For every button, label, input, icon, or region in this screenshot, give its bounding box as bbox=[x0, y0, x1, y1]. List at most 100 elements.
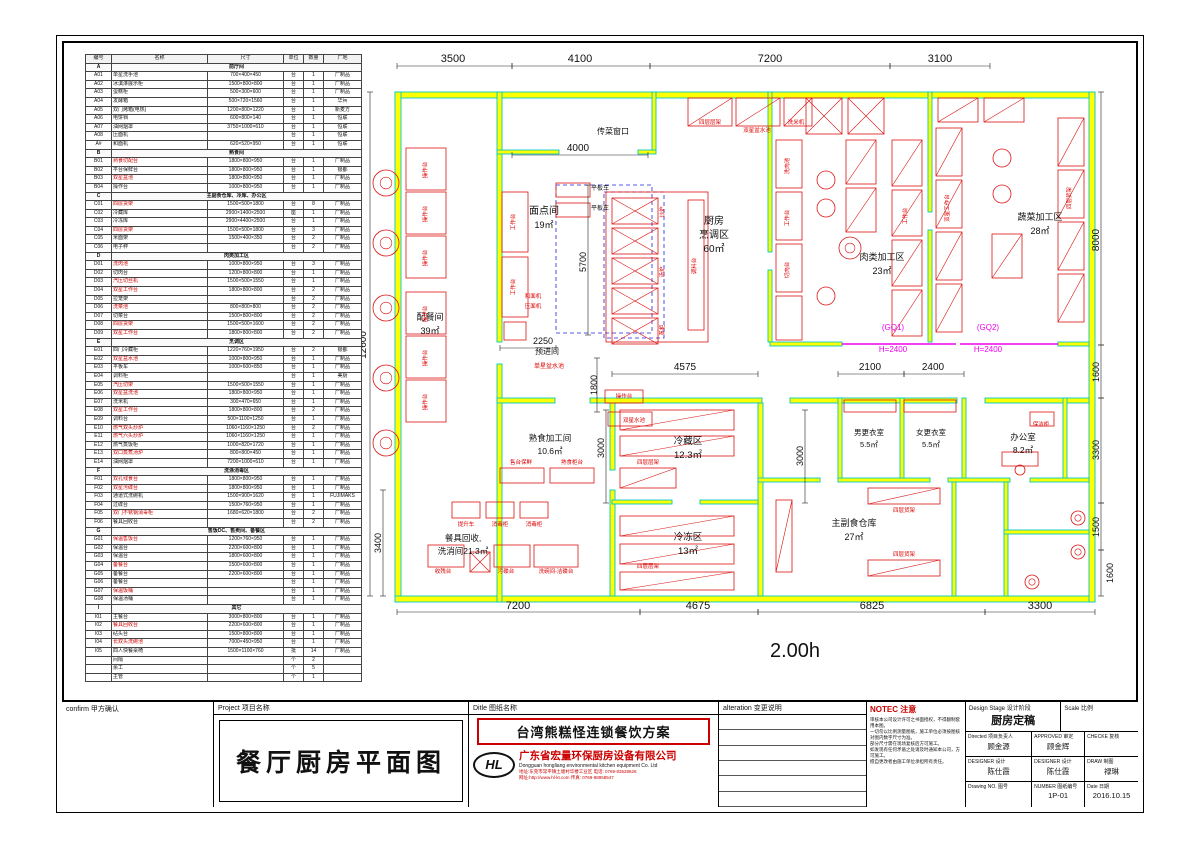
company-fax: 传真: 0769-88958547 bbox=[570, 775, 614, 780]
round-fixture bbox=[1014, 464, 1026, 476]
round-fixture bbox=[816, 198, 836, 218]
wall-segment bbox=[651, 91, 657, 151]
company-web: 网址:http://www.hl-kt.com bbox=[519, 775, 570, 780]
plan-label: 消毒柜 bbox=[526, 520, 543, 528]
plan-label: 预进间 bbox=[535, 346, 559, 356]
equipment-hatch bbox=[619, 515, 735, 537]
round-fixture bbox=[372, 229, 400, 257]
round-fixture bbox=[1070, 544, 1086, 560]
plan-label: 操作台 bbox=[421, 205, 429, 222]
design-field-value: 禄琳 bbox=[1104, 767, 1120, 776]
plan-label: 传菜窗口 bbox=[597, 126, 629, 136]
equipment bbox=[469, 551, 491, 573]
design-field: Drawing NO. 图号 bbox=[966, 782, 1033, 807]
round-fixture-inner bbox=[379, 236, 393, 250]
plan-label: 四层货架 bbox=[893, 550, 916, 558]
design-field: CHECKE 复核 bbox=[1085, 732, 1138, 757]
equipment bbox=[891, 139, 923, 187]
alteration-empty-row bbox=[719, 715, 866, 731]
equipment bbox=[1057, 169, 1085, 219]
equipment-hatch bbox=[935, 283, 963, 333]
equipment-hatch bbox=[619, 467, 677, 489]
design-field: DESIGNER 设计陈仕霞 bbox=[966, 757, 1033, 782]
equipment bbox=[805, 97, 843, 135]
wall-segment bbox=[1057, 341, 1090, 347]
glass-partition bbox=[603, 191, 665, 339]
design-stage-value: 厨房定稿 bbox=[991, 715, 1036, 727]
drawing-name-box: Ditle 图纸名称 台湾熊糕怪连锁餐饮方案 HL 广东省宏量环保厨房设备有限公… bbox=[469, 702, 719, 807]
wall-segment bbox=[1088, 91, 1096, 603]
company-contact: 地址:东莞市常平镇土塘村华楼工业区 电话: 0769-83528626 网址:h… bbox=[519, 769, 714, 781]
wall-segment bbox=[1003, 481, 1009, 597]
equipment-hatch bbox=[805, 97, 843, 135]
plan-label: 工作台 bbox=[509, 278, 517, 295]
wall-segment bbox=[769, 341, 843, 347]
equipment bbox=[485, 501, 515, 519]
equipment bbox=[405, 379, 447, 423]
equipment bbox=[619, 571, 735, 591]
equipment bbox=[845, 139, 877, 185]
equipment bbox=[501, 256, 529, 318]
plan-label: 2100 bbox=[859, 362, 882, 373]
equipment-hatch bbox=[867, 559, 941, 577]
alteration-rows bbox=[719, 715, 866, 807]
plan-label: 双星水池 bbox=[623, 416, 646, 424]
equipment bbox=[937, 97, 979, 123]
company-tel: 电话: 0769-83528626 bbox=[593, 769, 637, 774]
wall-segment bbox=[757, 477, 821, 483]
plan-label: 冷藏区 bbox=[674, 435, 703, 447]
equipment-hatch bbox=[783, 97, 813, 127]
plan-label: 洗碗间-洁碟台 bbox=[539, 567, 574, 575]
wall-segment bbox=[789, 397, 958, 404]
equipment bbox=[619, 543, 735, 565]
confirm-label: confirm 甲方确认 bbox=[66, 706, 119, 713]
equipment-hatch bbox=[1057, 117, 1085, 167]
wall-segment bbox=[927, 91, 933, 213]
design-field-label: Drawing NO. 图号 bbox=[968, 784, 1009, 790]
wall-segment bbox=[947, 477, 1011, 483]
equipment bbox=[903, 399, 957, 413]
equipment bbox=[1001, 451, 1039, 467]
equipment-hatch bbox=[935, 231, 963, 281]
plan-label: 60㎡ bbox=[703, 243, 724, 255]
plan-label: 23㎡ bbox=[872, 266, 891, 276]
plan-label: 工作台 bbox=[901, 207, 909, 224]
notes-lines: 审核本公司设计许可之书面授权，不得翻制套用本图。一切勿以比例测量图纸，施工单位必… bbox=[870, 717, 962, 765]
plan-label: 1600 bbox=[1105, 563, 1115, 583]
plan-label: 四层层架 bbox=[637, 459, 660, 466]
plan-label: 压面机 bbox=[525, 302, 542, 310]
equipment-hatch bbox=[867, 487, 941, 505]
design-field-label: Directed 项目负责人 bbox=[968, 734, 1014, 740]
equipment bbox=[845, 187, 877, 233]
equipment bbox=[935, 231, 963, 281]
round-fixture-inner bbox=[379, 436, 393, 450]
plan-label: 工作台 bbox=[509, 213, 517, 230]
company-name-cn: 广东省宏量环保厨房设备有限公司 bbox=[519, 750, 677, 762]
plan-label: 3000 bbox=[596, 438, 606, 458]
design-field-label: DRAW 制图 bbox=[1087, 759, 1114, 765]
equipment bbox=[867, 559, 941, 577]
equipment bbox=[775, 499, 793, 573]
plan-label: 汤炉 bbox=[658, 266, 666, 278]
round-fixture bbox=[816, 286, 836, 306]
note-line: 部分尺寸需在现场复核后方可施工。 bbox=[870, 741, 942, 746]
project-title: 餐厅厨房平面图 bbox=[219, 720, 463, 802]
equipment bbox=[611, 197, 659, 225]
plan-label: 3300 bbox=[1091, 440, 1101, 460]
